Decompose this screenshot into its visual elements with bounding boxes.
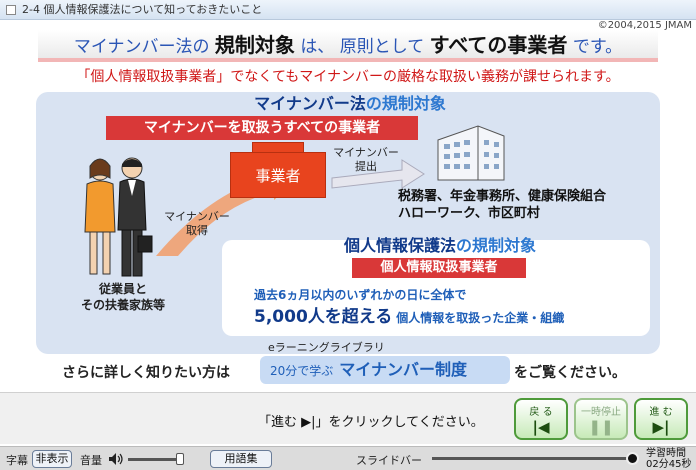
library-course-link[interactable]: 20分で学ぶマイナンバー制度 <box>260 356 510 384</box>
slide-bar-handle[interactable] <box>626 452 639 465</box>
destination-line2: ハローワーク、市区町村 <box>398 206 540 221</box>
mynumber-scope-banner: マイナンバーを取扱うすべての事業者 <box>106 116 418 140</box>
headline-part2: は、 原則として <box>300 37 425 57</box>
employees-label-line2: その扶養家族等 <box>80 298 165 312</box>
window-square-icon <box>6 5 16 15</box>
pause-button[interactable]: 一時停止 ❚❚ <box>574 398 628 440</box>
copyright: ©2004,2015 JMAM <box>597 20 692 31</box>
library-lead-text: さらに詳しく知りたい方は <box>62 365 230 381</box>
subtitle-label: 字幕 <box>6 454 28 467</box>
next-button[interactable]: 進 む ▶| <box>634 398 688 440</box>
pi-background <box>222 240 650 336</box>
subtitle-toggle-button[interactable]: 非表示 <box>32 450 72 468</box>
headline-bold1: 規制対象 <box>214 33 295 57</box>
obtain-label-line2: 取得 <box>186 224 208 237</box>
library-course-title: マイナンバー制度 <box>339 360 467 379</box>
study-time-label: 学習時間 <box>646 448 686 459</box>
pi-threshold-desc: 個人情報を取扱った企業・組織 <box>396 311 565 325</box>
volume-slider-handle[interactable] <box>176 453 184 465</box>
next-button-label: 進 む <box>649 407 673 418</box>
provide-label-line2: 提出 <box>355 160 377 173</box>
window-title: 2-4 個人情報保護法について知っておきたいこと <box>22 3 263 16</box>
employees-label-line1: 従業員と <box>98 282 147 296</box>
employees-illustration <box>84 157 153 277</box>
business-box-tab <box>252 142 304 154</box>
pi-law-name: 個人情報保護法 <box>343 236 456 255</box>
speaker-icon <box>109 453 123 465</box>
pause-button-label: 一時停止 <box>581 407 621 418</box>
destination-list: 税務署、年金事務所、健康保険組合 ハローワーク、市区町村 <box>398 188 648 222</box>
pi-criteria-line1: 過去6ヵ月以内のいずれかの日に全体で <box>254 288 467 302</box>
mynumber-scope-title: マイナンバー法の規制対象 <box>220 90 480 114</box>
back-button-label: 戻 る <box>529 407 553 418</box>
skip-back-icon: |◀ <box>532 418 550 436</box>
headline-bold2: すべての事業者 <box>429 33 568 57</box>
study-time: 学習時間 02分45秒 <box>646 448 691 470</box>
slide-bar-label: スライドバー <box>356 454 422 467</box>
volume-slider-track[interactable] <box>128 458 180 461</box>
instruction-text: 「進む ▶|」をクリックしてください。 <box>258 415 484 430</box>
back-button[interactable]: 戻 る |◀ <box>514 398 568 440</box>
pi-scope-banner: 個人情報取扱事業者 <box>352 258 526 278</box>
bottom-toolbar: 字幕 非表示 音量 用語集 スライドバー 学習時間 02分45秒 <box>0 446 696 470</box>
mynumber-law-name: マイナンバー法 <box>254 94 366 113</box>
library-label: eラーニングライブラリ <box>268 341 385 354</box>
mynumber-scope-suffix: の規制対象 <box>365 94 446 113</box>
pi-scope-title: 個人情報保護法の規制対象 <box>300 232 580 256</box>
pi-scope-suffix: の規制対象 <box>456 236 537 255</box>
provide-label-line1: マイナンバー <box>333 146 399 159</box>
subline: 「個人情報取扱事業者」でなくてもマイナンバーの厳格な取扱い義務が課せられます。 <box>76 69 620 85</box>
destination-line1: 税務署、年金事務所、健康保険組合 <box>398 189 607 204</box>
skip-forward-icon: ▶| <box>652 418 670 436</box>
title-bar: 2-4 個人情報保護法について知っておきたいこと <box>0 0 696 20</box>
government-building-icon <box>437 125 505 181</box>
study-time-value: 02分45秒 <box>646 459 692 470</box>
pause-icon: ❚❚ <box>588 418 614 436</box>
glossary-button[interactable]: 用語集 <box>210 450 272 468</box>
pi-threshold: 5,000人を超える <box>254 307 393 327</box>
provide-label: マイナンバー 提出 <box>318 146 414 174</box>
obtain-label: マイナンバー 取得 <box>152 210 242 238</box>
obtain-label-line1: マイナンバー <box>164 210 230 223</box>
volume-label: 音量 <box>80 454 102 467</box>
headline: マイナンバー法の 規制対象 は、 原則として すべての事業者 です。 <box>38 30 658 62</box>
slide-bar-track[interactable] <box>432 457 630 460</box>
headline-part1: マイナンバー法の <box>73 37 210 57</box>
library-course-prefix: 20分で学ぶ <box>270 364 334 378</box>
library-trail-text: をご覧ください。 <box>514 365 626 381</box>
pi-criteria-line2: 5,000人を超える個人情報を取扱った企業・組織 <box>254 302 564 327</box>
headline-part3: です。 <box>572 37 623 57</box>
business-box: 事業者 <box>230 152 326 198</box>
employees-label: 従業員と その扶養家族等 <box>58 281 188 313</box>
